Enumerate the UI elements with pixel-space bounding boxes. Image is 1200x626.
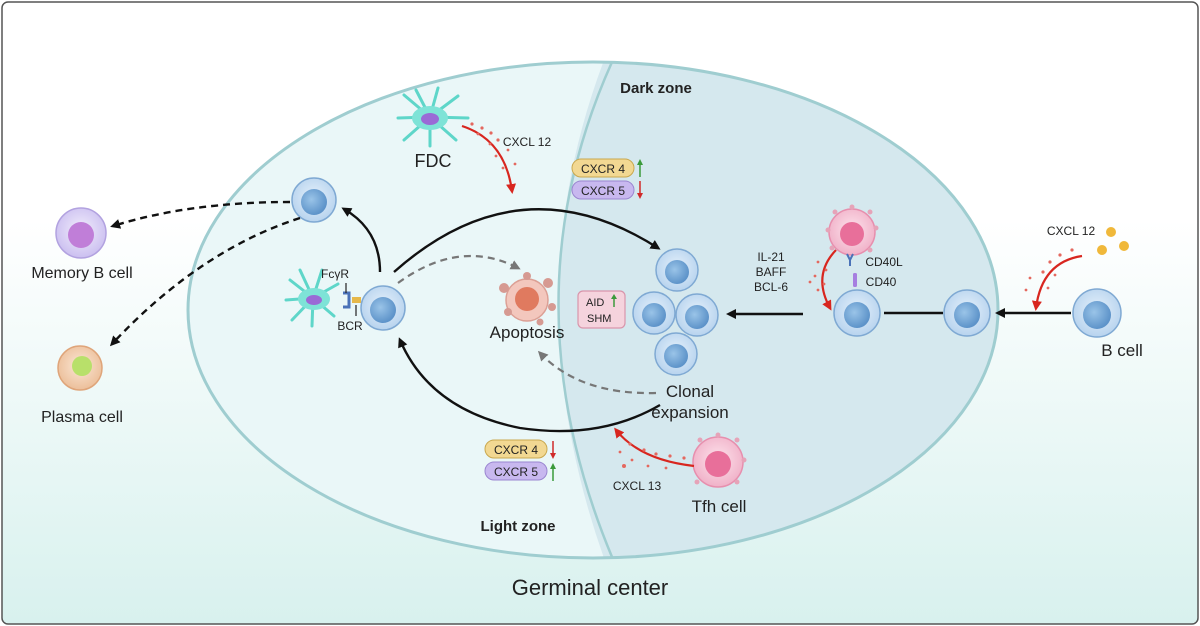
bcr-label: BCR (337, 319, 363, 333)
fdc-label: FDC (415, 151, 452, 171)
arrow-dark-to-light (398, 337, 661, 433)
arrow-light-to-dark (393, 208, 661, 273)
fcgr-bcr-complex-icon (343, 283, 361, 316)
entering-b-cell-icon (943, 289, 991, 337)
arrow-to-apoptosis-bottom (537, 350, 657, 395)
aid-label: AID (586, 297, 604, 309)
light-zone-cxcr5-up-arrow-icon (550, 463, 556, 481)
light-zone-cxcr4-pill: CXCR 4 (484, 439, 548, 459)
apoptotic-cell-icon (499, 272, 556, 326)
arrow-to-plasma (109, 216, 301, 347)
tfh-cell-label: Tfh cell (692, 497, 747, 516)
b-cell-icon (1072, 288, 1122, 338)
light-zone-b-cell-mid-icon (360, 285, 406, 331)
diagram-title: Germinal center (512, 575, 669, 600)
fdc-icon (396, 86, 470, 148)
cytokine-label-1: BAFF (756, 265, 787, 279)
apoptosis-label: Apoptosis (490, 323, 565, 342)
light-zone-label: Light zone (481, 518, 556, 535)
light-zone-cxcr4-down-arrow-icon (550, 441, 556, 459)
tfh-cell-icon (692, 432, 747, 488)
light-zone-b-cell-top-icon (291, 177, 337, 223)
clonal-label-line2: expansion (651, 403, 729, 422)
arrow-selection-up (341, 207, 382, 273)
dark-zone-cxcr4-pill: CXCR 4 (571, 158, 635, 178)
cd40l-cd40-complex-icon (846, 253, 857, 287)
cxcl12-fdc-label: CXCL 12 (503, 135, 552, 149)
cxcl12-fdc-arrow (461, 124, 516, 194)
cxcl12-b-arrow (1031, 254, 1083, 311)
activated-b-cell-icon (833, 289, 881, 337)
dark-zone-cxcr4-up-arrow-icon (637, 159, 643, 177)
cytokine-label-0: IL-21 (757, 250, 785, 264)
light-zone-cxcr5-label: CXCR 5 (494, 465, 538, 479)
zone-divider (557, 61, 614, 558)
light-zone-cxcr4-label: CXCR 4 (494, 443, 538, 457)
dark-zone-cxcr4-label: CXCR 4 (581, 162, 625, 176)
cxcl12-fdc-dots (470, 122, 517, 170)
dark-zone-cxcr5-pill: CXCR 5 (571, 180, 635, 200)
cxcl12-b-dots (1024, 248, 1074, 292)
memory-b-cell-icon (55, 207, 107, 259)
memory-b-cell-label: Memory B cell (31, 265, 132, 282)
dark-zone-region (558, 62, 998, 558)
plasma-cell-label: Plasma cell (41, 409, 123, 426)
clonal-expansion-cluster-icon (632, 248, 719, 376)
cxcl13-dots (618, 442, 686, 470)
cxcl12-b-label: CXCL 12 (1047, 224, 1096, 238)
cd40-label: CD40 (866, 275, 897, 289)
fcgr-label: FcγR (321, 267, 349, 281)
plasma-cell-icon (57, 345, 103, 391)
cxcl13-arrow (614, 427, 695, 468)
dark-zone-cxcr5-down-arrow-icon (637, 181, 643, 199)
arrow-to-apoptosis-top (397, 254, 521, 284)
dark-zone-label: Dark zone (620, 80, 692, 97)
arrow-to-memory-b (110, 200, 291, 229)
tfh-cell-interacting-icon (825, 204, 879, 256)
cxcl13-label: CXCL 13 (613, 479, 662, 493)
cytokine-arrow (821, 249, 837, 311)
fdc-left-icon (284, 268, 340, 328)
clonal-label-line1: Clonal (666, 382, 714, 401)
cd40l-label: CD40L (865, 255, 903, 269)
shm-label: SHM (587, 313, 611, 325)
aid-shm-box: AID SHM (577, 290, 626, 329)
cytokine-label-2: BCL-6 (754, 280, 788, 294)
cytokine-dots (808, 260, 828, 292)
dark-zone-cxcr5-label: CXCR 5 (581, 184, 625, 198)
b-cell-label: B cell (1101, 341, 1143, 360)
light-zone-cxcr5-pill: CXCR 5 (484, 461, 548, 481)
cxcl12-chemokine-dots-icon (1097, 227, 1129, 255)
